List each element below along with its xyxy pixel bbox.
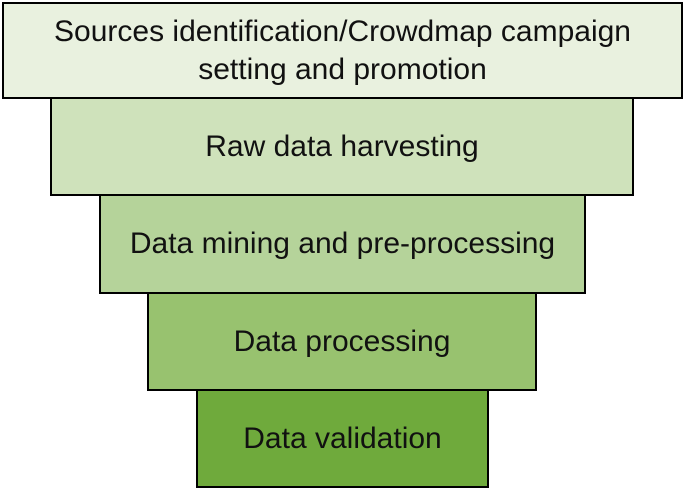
stage-label: Data mining and pre-processing [129,227,556,261]
stage-label: Raw data harvesting [205,129,479,163]
stage-label: Data processing [233,324,451,358]
stage-label: Data validation [243,421,442,455]
stage-data-processing: Data processing [147,292,537,391]
stage-sources-identification: Sources identification/Crowdmap campaign… [2,2,683,99]
stage-data-mining: Data mining and pre-processing [99,194,586,294]
stage-data-validation: Data validation [196,389,489,488]
stage-raw-data-harvesting: Raw data harvesting [50,97,634,196]
stage-label: Sources identification/Crowdmap campaign… [54,15,631,86]
